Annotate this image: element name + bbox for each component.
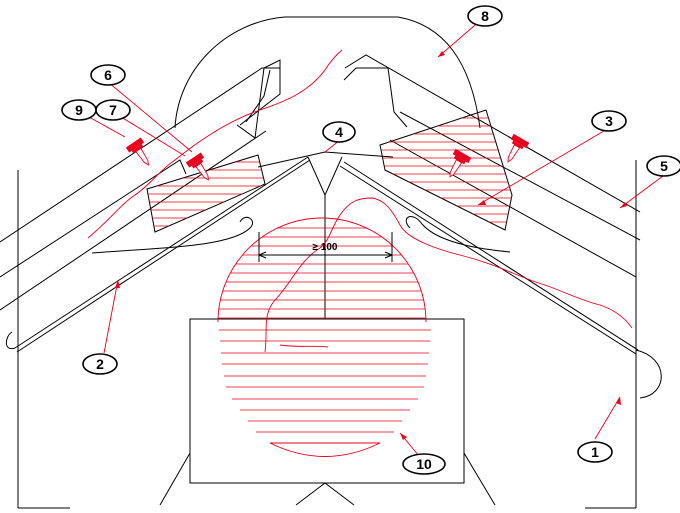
callout-2: 2 (82, 353, 118, 375)
callout-7-label: 7 (109, 102, 117, 118)
callout-leaders (79, 19, 664, 463)
callout-6: 6 (90, 64, 126, 86)
dimension-label: ≥ 100 (313, 242, 338, 253)
timber-blocks (146, 109, 513, 233)
callout-1-label: 1 (591, 444, 599, 460)
callout-2-label: 2 (96, 356, 104, 372)
sealing-tape (87, 49, 633, 353)
callout-8-label: 8 (481, 8, 489, 24)
ventilation-circle (217, 217, 431, 457)
screw-right-inner (449, 148, 472, 178)
callout-4: 4 (322, 121, 356, 143)
callout-8: 8 (467, 5, 503, 27)
callout-5: 5 (646, 155, 680, 177)
ridge-cap (174, 16, 481, 129)
callout-3: 3 (591, 110, 627, 132)
callout-1: 1 (577, 441, 613, 463)
ridge-profile-folds (236, 59, 408, 139)
left-hook-clip (91, 216, 254, 254)
screw-9 (125, 137, 149, 166)
callout-5-label: 5 (660, 158, 668, 174)
callout-7: 7 (95, 99, 131, 121)
screw-7 (185, 152, 209, 181)
support-frame (159, 318, 496, 506)
callout-10-label: 10 (416, 456, 432, 472)
callout-9-label: 9 (75, 102, 83, 118)
callout-4-label: 4 (335, 124, 343, 140)
callout-6-label: 6 (104, 67, 112, 83)
callout-3-label: 3 (605, 113, 613, 129)
callout-10: 10 (402, 453, 446, 475)
right-hook-clip (405, 215, 511, 253)
callout-9: 9 (61, 99, 97, 121)
side-guides (17, 160, 637, 509)
fixing-screws (125, 133, 530, 181)
left-roof-panel (0, 67, 311, 353)
roof-apex (257, 151, 394, 319)
screw-right-outer (507, 133, 530, 163)
dimension-min-100: ≥ 100 (258, 232, 393, 262)
right-roof-panel (339, 54, 662, 399)
